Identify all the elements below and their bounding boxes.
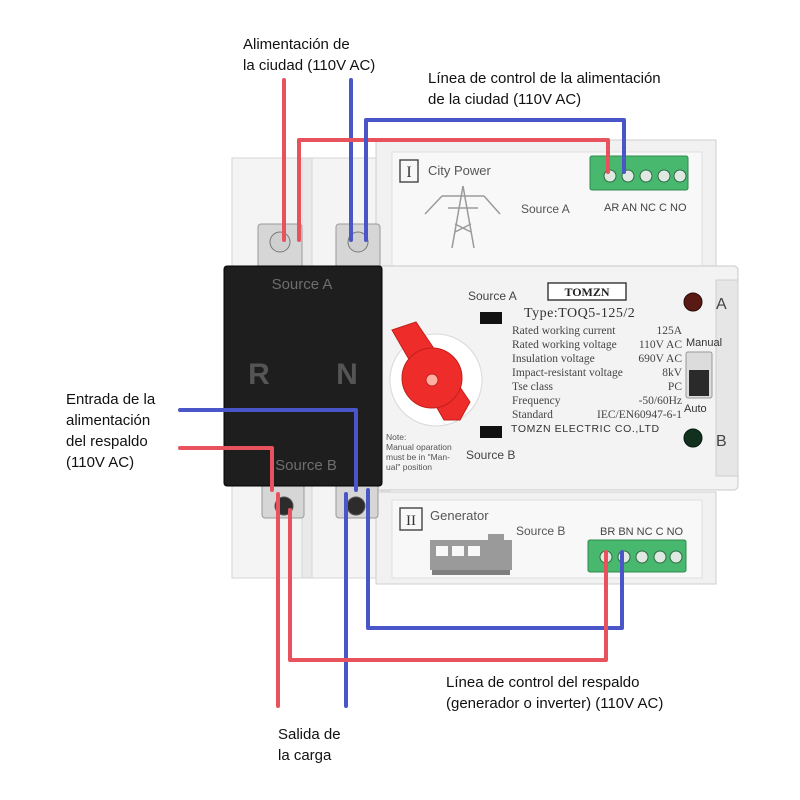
switch-source-b-label: Source B: [466, 448, 515, 462]
callout-line: Línea de control de la alimentación: [428, 70, 661, 87]
maker-name: TOMZN ELECTRIC CO.,LTD: [511, 423, 660, 435]
callout-backup-control: Línea de control del respaldo (generador…: [446, 672, 663, 714]
brand-badge: [547, 282, 627, 301]
screw-icon: [269, 231, 291, 253]
power-pylon-icon: [424, 185, 501, 249]
generator-icon: [430, 534, 512, 575]
module-b-source-label: Source B: [516, 524, 565, 538]
indicator-b-label: B: [716, 433, 727, 450]
spec-label: Rated working current: [512, 325, 616, 337]
pole-r-label: R: [248, 358, 270, 391]
callout-line: del respaldo: [66, 433, 148, 450]
terminal-block-a: [589, 155, 689, 191]
module-b-terminal-labels: BR BN NC C NO: [600, 526, 684, 538]
knob-indicator-dot: [425, 373, 439, 387]
manual-operation-note: Note: Manual oparation must be in "Man- …: [386, 432, 452, 472]
callout-line: la ciudad (110V AC): [243, 57, 376, 74]
module-a-index: I: [406, 164, 411, 181]
module-b-title: Generator: [430, 508, 489, 523]
breaker-source-b-label: Source B: [275, 457, 337, 474]
spec-label: Tse class: [512, 381, 554, 393]
module-city-power: I City Power Source A AR AN NC C NO: [375, 139, 717, 281]
rotary-switch-knob[interactable]: [389, 321, 483, 427]
module-b-index: II: [406, 513, 416, 529]
brand-name: TOMZN: [564, 285, 609, 299]
type-designation: Type:TOQ5-125/2: [524, 306, 635, 321]
breaker-block: Source A R N Source B: [223, 223, 383, 519]
callout-line: Alimentación de: [243, 36, 350, 53]
callout-backup-feed: Entrada de la alimentación del respaldo …: [66, 389, 155, 473]
module-a-source-label: Source A: [521, 202, 570, 216]
spec-label: Impact-resistant voltage: [512, 367, 623, 379]
rating-plate: TOMZN Type:TOQ5-125/2 Rated working curr…: [511, 282, 683, 435]
spec-value: 110V AC: [639, 339, 682, 351]
wire-backup-control-live: [288, 508, 608, 662]
indicator-led-b: [683, 428, 703, 448]
wire-city-control-live: [297, 138, 610, 242]
module-b-index-box: [399, 507, 423, 531]
source-a-window: [480, 312, 502, 324]
wire-backup-feed-live: [178, 446, 274, 492]
note-line: must be in "Man-: [386, 452, 450, 462]
mode-manual-label: Manual: [686, 337, 722, 349]
note-line: ual" position: [386, 462, 432, 472]
spec-value: 8kV: [662, 367, 683, 379]
callout-line: de la ciudad (110V AC): [428, 91, 582, 108]
wiring: [178, 78, 626, 708]
callout-city-feed: Alimentación de la ciudad (110V AC): [243, 34, 375, 76]
callout-line: (110V AC): [66, 454, 135, 471]
callout-line: alimentación: [66, 412, 151, 429]
callout-line: Línea de control del respaldo: [446, 674, 640, 691]
note-line: Note:: [386, 432, 406, 442]
callout-line: la carga: [278, 747, 332, 764]
spec-label: Rated working voltage: [512, 339, 617, 351]
module-a-title: City Power: [428, 163, 492, 178]
wire-backup-control-neutral: [366, 488, 624, 630]
callout-line: Entrada de la: [66, 391, 156, 408]
mode-auto-label: Auto: [684, 403, 707, 415]
switch-source-a-label: Source A: [468, 289, 517, 303]
indicator-a-label: A: [716, 296, 727, 313]
breaker-source-a-label: Source A: [272, 276, 333, 293]
spec-value: 690V AC: [638, 353, 682, 365]
callout-city-control: Línea de control de la alimentación de l…: [428, 68, 661, 110]
callout-line: Salida de: [278, 726, 341, 743]
note-line: Manual oparation: [386, 442, 452, 452]
callout-line: (generador o inverter) (110V AC): [446, 695, 664, 712]
wire-backup-feed-neutral: [178, 408, 358, 492]
source-b-window: [480, 426, 502, 438]
screw-icon: [346, 496, 366, 516]
indicator-led-a: [683, 292, 703, 312]
controller-panel: Source A Source B Note: Manual oparation…: [373, 265, 739, 491]
spec-label: Frequency: [512, 395, 561, 407]
module-generator: II Generator Source B BR BN NC C NO: [375, 491, 717, 585]
spec-label: Standard: [512, 409, 553, 421]
spec-value: 125A: [656, 325, 682, 337]
spec-label: Insulation voltage: [512, 353, 595, 365]
terminal-block-b: [587, 539, 687, 573]
module-a-terminal-labels: AR AN NC C NO: [604, 202, 687, 214]
wire-city-control-neutral: [364, 118, 626, 242]
spec-value: -50/60Hz: [639, 395, 682, 407]
callout-load-output: Salida de la carga: [278, 724, 341, 766]
mode-toggle-switch[interactable]: [685, 351, 713, 399]
spec-value: PC: [668, 381, 682, 393]
pole-n-label: N: [336, 358, 358, 391]
module-a-index-box: [399, 159, 419, 183]
spec-value: IEC/EN60947-6-1: [597, 409, 682, 421]
